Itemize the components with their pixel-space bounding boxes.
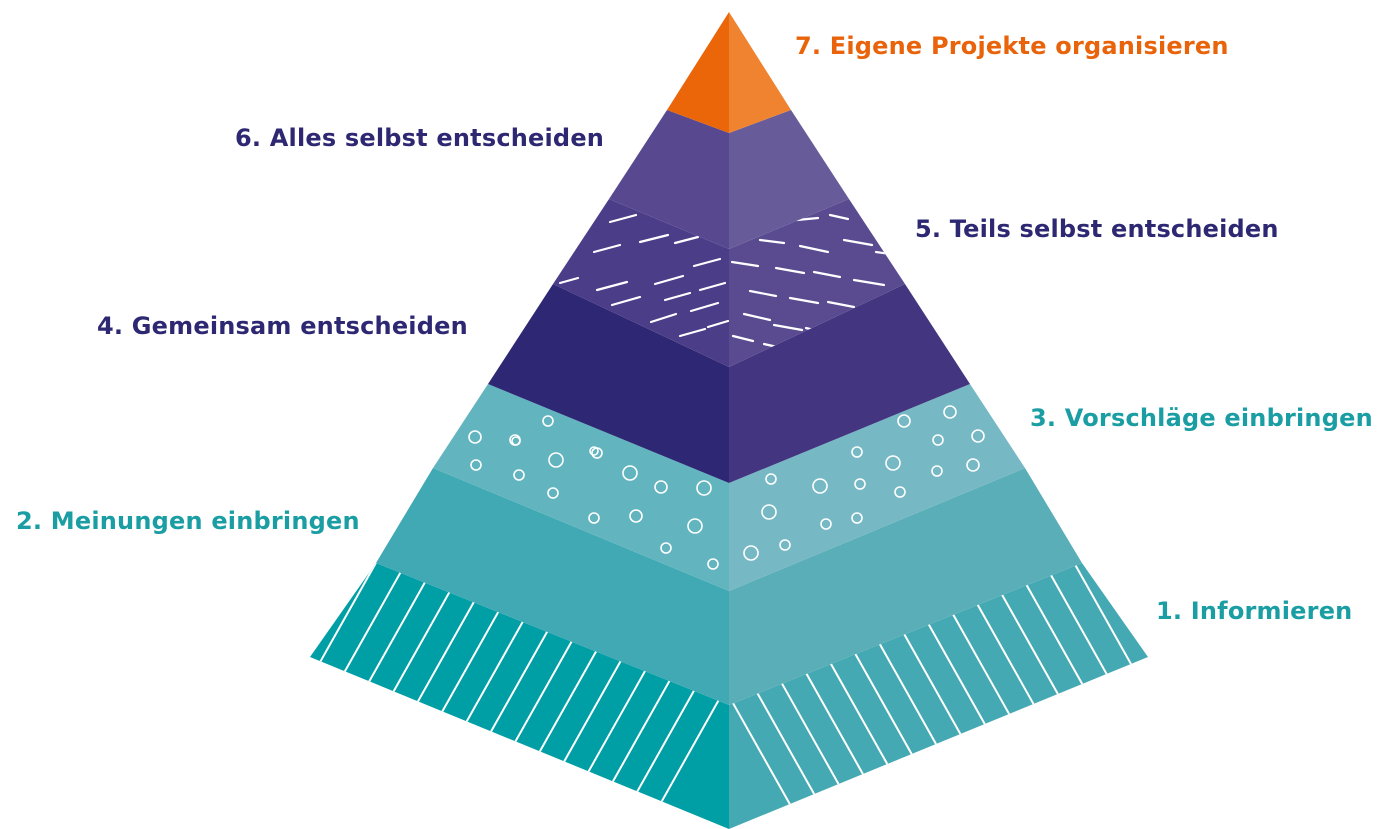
bubble <box>971 429 985 443</box>
bubble <box>470 459 482 471</box>
dash-pattern-left <box>558 213 729 338</box>
bubble-pattern-left <box>468 415 719 570</box>
bubble <box>589 446 599 456</box>
level-2-label: 2. Meinungen einbringen <box>16 507 360 535</box>
level-3-label: 3. Vorschläge einbringen <box>1030 404 1373 432</box>
stripe <box>310 563 371 829</box>
bubble <box>894 486 906 498</box>
dash <box>692 257 722 268</box>
bubble <box>932 434 944 446</box>
dash <box>653 274 685 286</box>
bubble <box>548 452 564 468</box>
dash <box>788 296 820 305</box>
dash <box>798 244 830 254</box>
dash <box>673 235 700 245</box>
bubble <box>851 446 863 458</box>
dash <box>842 238 874 247</box>
bubble <box>513 469 525 481</box>
dash <box>663 291 692 302</box>
dash <box>592 243 622 254</box>
level-6-label: 6. Alles selbst entscheiden <box>235 124 605 152</box>
dash <box>698 281 727 292</box>
bubble <box>622 465 638 481</box>
level-5-label: 5. Teils selbst entscheiden <box>915 215 1279 243</box>
bubble <box>779 539 791 551</box>
level-1-label: 1. Informieren <box>1156 597 1353 625</box>
dash <box>678 327 707 338</box>
bubble <box>660 542 672 554</box>
pyramid-band-7-right-face <box>729 12 791 133</box>
bubble <box>542 415 554 427</box>
pyramid-band-2-right-face <box>729 468 1082 705</box>
pyramid-band-3-right-face <box>729 384 1025 591</box>
bubble <box>707 558 719 570</box>
bubble <box>511 436 521 446</box>
pyramid-band-4-right-face <box>729 284 970 483</box>
bubble <box>696 480 712 496</box>
dash <box>812 270 842 279</box>
level-7-label: 7. Eigene Projekte organisieren <box>795 32 1229 60</box>
bubble <box>851 512 863 524</box>
dash-pattern-right <box>730 213 892 351</box>
dash <box>774 266 806 275</box>
bubble <box>654 480 668 494</box>
dash <box>772 323 804 332</box>
bubble <box>931 465 943 477</box>
dash <box>595 280 629 292</box>
pyramid-band-4-left-face <box>488 284 729 483</box>
dash <box>742 312 772 322</box>
pyramid-band-3-left-face <box>433 384 729 591</box>
stripe <box>310 563 401 829</box>
dash <box>730 260 760 268</box>
stripe <box>1079 563 1148 829</box>
bubble <box>468 430 482 444</box>
dash <box>795 216 820 222</box>
bubble <box>812 478 828 494</box>
bubble <box>588 512 600 524</box>
bubble <box>687 518 703 534</box>
dash <box>852 278 886 287</box>
bubble <box>629 509 643 523</box>
pyramid-band-6-left-face <box>609 110 729 249</box>
bubble <box>761 504 777 520</box>
dash <box>748 289 778 298</box>
dash <box>649 312 678 324</box>
dash <box>689 301 720 313</box>
level-4-label: 4. Gemeinsam entscheiden <box>97 312 468 340</box>
bubble <box>943 405 957 419</box>
dash <box>758 238 786 245</box>
dash <box>828 213 850 221</box>
dash <box>638 233 670 244</box>
dash <box>608 213 638 224</box>
dash <box>826 300 856 309</box>
dash <box>731 334 755 343</box>
bubble <box>743 545 759 561</box>
bubble <box>897 414 911 428</box>
bubble <box>547 487 559 499</box>
bubble <box>820 518 832 530</box>
bubble-pattern-right <box>743 405 985 561</box>
dash <box>706 319 729 329</box>
stripe <box>729 563 811 829</box>
bubble <box>765 473 777 485</box>
stripe <box>639 563 729 829</box>
bubble <box>854 478 866 490</box>
bubble <box>885 455 901 471</box>
dash <box>558 276 580 285</box>
pyramid-band-2-left-face <box>376 468 729 705</box>
pyramid-band-6-right-face <box>729 110 849 249</box>
pyramid-band-7-left-face <box>667 12 729 133</box>
dash <box>610 295 642 307</box>
bubble <box>966 458 980 472</box>
